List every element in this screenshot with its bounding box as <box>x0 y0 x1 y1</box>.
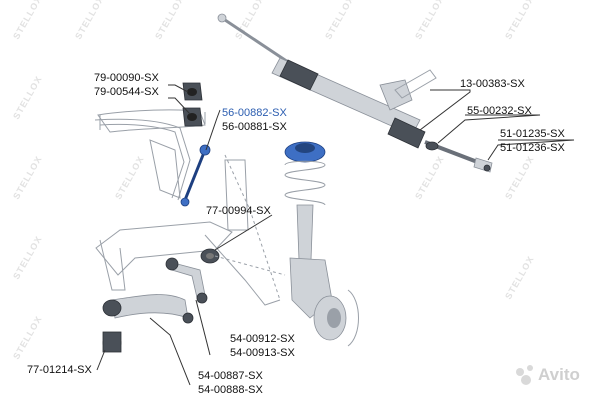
svg-text:54-00913-SX: 54-00913-SX <box>230 347 295 359</box>
svg-text:STELLOX: STELLOX <box>11 234 44 281</box>
stabilizer-link-highlighted <box>180 144 211 207</box>
part-number-label: 13-00383-SX <box>460 78 525 90</box>
control-arm-bushing-rear <box>102 299 122 353</box>
part-number-label: 51-01235-SX 51-01236-SX <box>500 128 565 154</box>
svg-text:STELLOX: STELLOX <box>503 154 536 201</box>
svg-text:77-00994-SX: 77-00994-SX <box>206 205 271 217</box>
part-number-label: 56-00882-SX 56-00881-SX <box>222 107 287 133</box>
wheel-hub <box>313 295 347 341</box>
svg-text:56-00882-SX: 56-00882-SX <box>222 107 287 119</box>
part-number-label: 55-00232-SX <box>467 105 532 117</box>
leader-lines <box>96 84 575 386</box>
svg-text:54-00912-SX: 54-00912-SX <box>230 333 295 345</box>
tie-rod <box>424 140 481 165</box>
svg-text:13-00383-SX: 13-00383-SX <box>460 78 525 90</box>
svg-text:54-00888-SX: 54-00888-SX <box>198 384 263 396</box>
svg-text:STELLOX: STELLOX <box>153 0 186 41</box>
svg-text:51-01236-SX: 51-01236-SX <box>500 142 565 154</box>
steering-rack <box>217 13 426 149</box>
svg-text:STELLOX: STELLOX <box>503 254 536 301</box>
avito-watermark: Avito <box>516 365 580 385</box>
tie-rod-end <box>473 157 493 173</box>
part-number-label: 79-00090-SX 79-00544-SX <box>94 72 159 98</box>
svg-text:51-01235-SX: 51-01235-SX <box>500 128 565 140</box>
part-number-label: 54-00887-SX 54-00888-SX <box>198 370 263 396</box>
coil-spring <box>284 160 326 206</box>
stabilizer-bar <box>94 118 191 201</box>
watermark-left: STELLOX STELLOX STELLOX STELLOX STELLOX <box>11 0 44 361</box>
guide-lines <box>214 154 286 301</box>
part-number-label: 77-00994-SX <box>206 205 271 217</box>
svg-text:STELLOX: STELLOX <box>11 314 44 361</box>
brake-disc <box>347 289 359 347</box>
svg-text:54-00887-SX: 54-00887-SX <box>198 370 263 382</box>
svg-text:Avito: Avito <box>538 365 580 384</box>
svg-text:79-00544-SX: 79-00544-SX <box>94 86 159 98</box>
strut-top-mount <box>284 141 326 163</box>
svg-text:79-00090-SX: 79-00090-SX <box>94 72 159 84</box>
svg-text:STELLOX: STELLOX <box>113 154 146 201</box>
shock-absorber <box>296 204 314 261</box>
svg-text:STELLOX: STELLOX <box>323 0 356 41</box>
svg-text:STELLOX: STELLOX <box>73 0 106 41</box>
control-arm-bushing-front <box>200 248 220 264</box>
part-number-label: 77-01214-SX <box>27 364 92 376</box>
svg-text:77-01214-SX: 77-01214-SX <box>27 364 92 376</box>
steering-column <box>394 69 437 99</box>
svg-text:STELLOX: STELLOX <box>11 0 44 41</box>
stabilizer-bushing <box>182 82 203 127</box>
svg-text:55-00232-SX: 55-00232-SX <box>467 105 532 117</box>
svg-text:STELLOX: STELLOX <box>11 154 44 201</box>
svg-text:STELLOX: STELLOX <box>11 74 44 121</box>
control-arm-upper <box>165 257 208 304</box>
subframe <box>95 109 281 306</box>
control-arm-lower <box>111 294 194 324</box>
svg-text:STELLOX: STELLOX <box>413 0 446 41</box>
part-number-label: 54-00912-SX 54-00913-SX <box>230 333 295 359</box>
svg-text:STELLOX: STELLOX <box>503 0 536 41</box>
svg-text:STELLOX: STELLOX <box>413 154 446 201</box>
svg-text:56-00881-SX: 56-00881-SX <box>222 121 287 133</box>
